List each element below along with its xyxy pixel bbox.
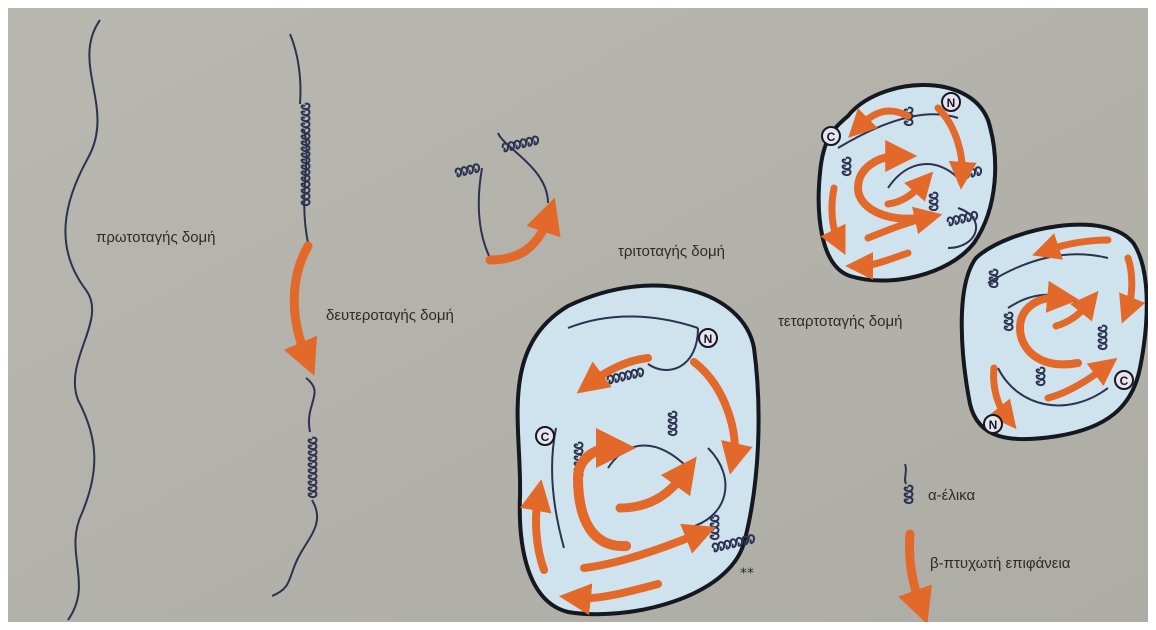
quaternary-a-n-terminus (942, 93, 960, 111)
label-quaternary: τεταρτοταγής δομή (778, 313, 902, 330)
legend-sheet-label: β-πτυχωτή επιφάνεια (930, 555, 1071, 572)
legend-helix-line (905, 464, 906, 484)
quaternary-b-n-terminus (984, 415, 1002, 433)
label-tertiary: τριτοταγής δομή (618, 243, 725, 260)
quaternary-a-c-terminus (822, 127, 840, 145)
diagram-canvas: N C πρωτοταγής δομή δευτεροταγής δομή τρ… (8, 8, 1148, 622)
quaternary-domain-b (962, 225, 1147, 439)
protein-structure-diagram: N C πρωτοταγής δομή δευτεροταγής δομή τρ… (8, 8, 1148, 622)
legend-helix-label: α-έλικα (928, 487, 976, 504)
tertiary-c-terminus (536, 427, 554, 445)
tertiary-domain: ⁎⁎ (518, 286, 759, 615)
quaternary-b-c-terminus (1115, 371, 1133, 389)
label-primary: πρωτοταγής δομή (96, 229, 216, 246)
svg-text:⁎⁎: ⁎⁎ (740, 560, 754, 576)
tertiary-n-terminus (699, 329, 717, 347)
label-secondary: δευτεροταγής δομή (326, 307, 454, 324)
